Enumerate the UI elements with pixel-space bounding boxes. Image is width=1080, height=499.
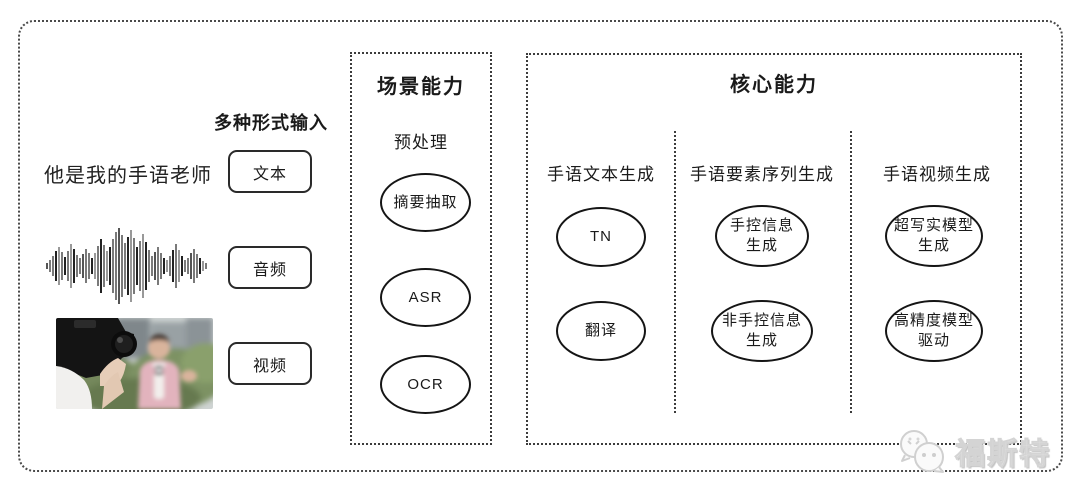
scene-capability-box: 场景能力 预处理 摘要抽取 ASR OCR [350,52,492,445]
column-divider [850,131,852,413]
audio-waveform-icon [43,227,211,305]
column-header-sign-element-sequence-generation: 手语要素序列生成 [690,165,834,184]
input-node-text: 文本 [228,150,312,193]
node-translation: 翻译 [556,301,646,361]
column-header-sign-video-generation: 手语视频生成 [883,165,991,184]
input-node-audio-label: 音频 [252,261,287,279]
preprocessing-label: 预处理 [394,133,448,152]
core-capability-box: 核心能力 手语文本生成 手语要素序列生成 手语视频生成 TN 翻译 手控信息 生… [526,53,1022,445]
input-node-text-label: 文本 [252,165,287,183]
input-node-video-label: 视频 [252,357,287,375]
camera-interview-photo [56,318,213,409]
input-section-heading: 多种形式输入 [214,113,328,133]
node-high-precision-model-driving: 高精度模型 驱动 [885,300,983,362]
input-node-audio: 音频 [228,246,312,289]
watermark-text: 福斯特 [955,438,1051,472]
input-node-video: 视频 [228,342,312,385]
diagram-outer-frame [18,20,1063,472]
chat-bubbles-icon [900,430,944,473]
sample-sentence-text: 他是我的手语老师 [44,165,212,187]
node-tn: TN [556,207,646,267]
scene-capability-title: 场景能力 [377,76,465,98]
reporter-figure [138,334,197,409]
node-ocr: OCR [380,355,471,414]
node-manual-info-generation: 手控信息 生成 [715,205,809,267]
node-summary-extraction: 摘要抽取 [380,173,471,232]
node-asr: ASR [380,268,471,327]
column-divider [674,131,676,413]
core-capability-title: 核心能力 [730,74,818,96]
watermark: 福斯特 [893,428,1051,474]
node-nonmanual-info-generation: 非手控信息 生成 [711,300,813,362]
column-header-sign-text-generation: 手语文本生成 [547,165,655,184]
camera-silhouette [56,318,137,409]
node-hyperrealistic-model-generation: 超写实模型 生成 [885,205,983,267]
